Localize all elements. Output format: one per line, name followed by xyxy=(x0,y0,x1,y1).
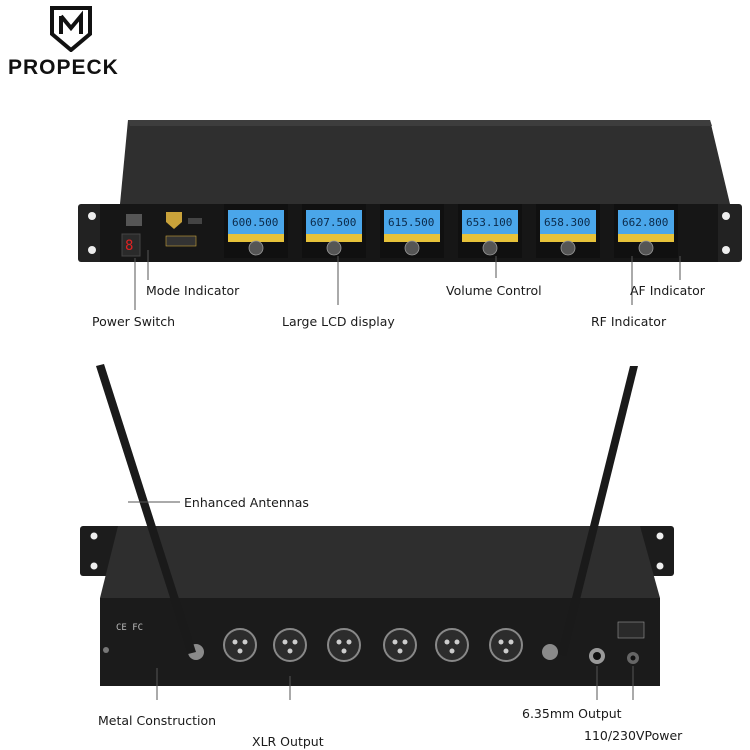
lcd-frequency: 662.800 xyxy=(622,216,668,229)
lcd-yellow-strip xyxy=(462,234,518,242)
xlr-pin xyxy=(392,639,398,645)
lcd-screen xyxy=(384,210,440,234)
volume-knob-icon xyxy=(326,240,342,256)
svg-text:8: 8 xyxy=(125,238,133,254)
large-lcd-label: Large LCD display xyxy=(282,314,395,329)
xlr-port-icon xyxy=(327,628,361,662)
svg-text:CE FC: CE FC xyxy=(116,623,143,633)
xlr-pin xyxy=(444,639,450,645)
xlr-pin xyxy=(508,639,514,645)
xlr-pin xyxy=(232,639,238,645)
output-635-label: 6.35mm Output xyxy=(522,706,622,721)
volume-knob-icon xyxy=(560,240,576,256)
power-label: 110/230VPower xyxy=(584,728,683,743)
lcd-frequency: 615.500 xyxy=(388,216,434,229)
xlr-pin xyxy=(498,639,504,645)
volume-knob-icon xyxy=(638,240,654,256)
xlr-pin xyxy=(402,639,408,645)
volume-knob-icon xyxy=(482,240,498,256)
xlr-pin xyxy=(336,639,342,645)
lcd-screen xyxy=(462,210,518,234)
lcd-frequency: 600.500 xyxy=(232,216,278,229)
xlr-port-icon xyxy=(435,628,469,662)
enhanced-antennas-label: Enhanced Antennas xyxy=(184,495,309,510)
xlr-pin xyxy=(454,639,460,645)
lcd-screen xyxy=(306,210,362,234)
back-receiver-unit: CE FC xyxy=(80,364,674,700)
xlr-pin xyxy=(292,639,298,645)
xlr-pin xyxy=(282,639,288,645)
volume-knob-icon xyxy=(248,240,264,256)
volume-knob-icon xyxy=(404,240,420,256)
rf-indicator-label: RF Indicator xyxy=(591,314,667,329)
lcd-yellow-strip xyxy=(228,234,284,242)
lcd-frequency: 653.100 xyxy=(466,216,512,229)
lcd-screen xyxy=(540,210,596,234)
xlr-port-icon xyxy=(273,628,307,662)
lcd-screen xyxy=(618,210,674,234)
lcd-yellow-strip xyxy=(306,234,362,242)
lcd-channel-displays: 600.500 607.500 615.500 653.100 658.300 662.8… xyxy=(224,204,678,258)
lcd-yellow-strip xyxy=(618,234,674,242)
lcd-yellow-strip xyxy=(384,234,440,242)
xlr-pin xyxy=(341,648,347,654)
xlr-pin xyxy=(503,648,509,654)
xlr-port-icon xyxy=(223,628,257,662)
front-leader-lines xyxy=(134,250,681,310)
brand-name: PROPECK xyxy=(8,56,119,79)
xlr-pin xyxy=(242,639,248,645)
lcd-frequency: 607.500 xyxy=(310,216,356,229)
xlr-port-icon xyxy=(489,628,523,662)
xlr-pin xyxy=(397,648,403,654)
lcd-frequency: 658.300 xyxy=(544,216,590,229)
xlr-pin xyxy=(237,648,243,654)
metal-construction-label: Metal Construction xyxy=(98,713,217,728)
xlr-pin xyxy=(346,639,352,645)
brand-logo-icon xyxy=(50,6,92,52)
af-indicator-label: AF Indicator xyxy=(630,283,705,298)
xlr-pin xyxy=(449,648,455,654)
lcd-yellow-strip xyxy=(540,234,596,242)
lcd-screen xyxy=(228,210,284,234)
xlr-pin xyxy=(287,648,293,654)
xlr-output-label: XLR Output xyxy=(252,734,324,749)
mode-indicator-label: Mode Indicator xyxy=(146,283,240,298)
power-switch-label: Power Switch xyxy=(92,314,176,329)
xlr-port-icon xyxy=(383,628,417,662)
volume-control-label: Volume Control xyxy=(446,283,542,298)
